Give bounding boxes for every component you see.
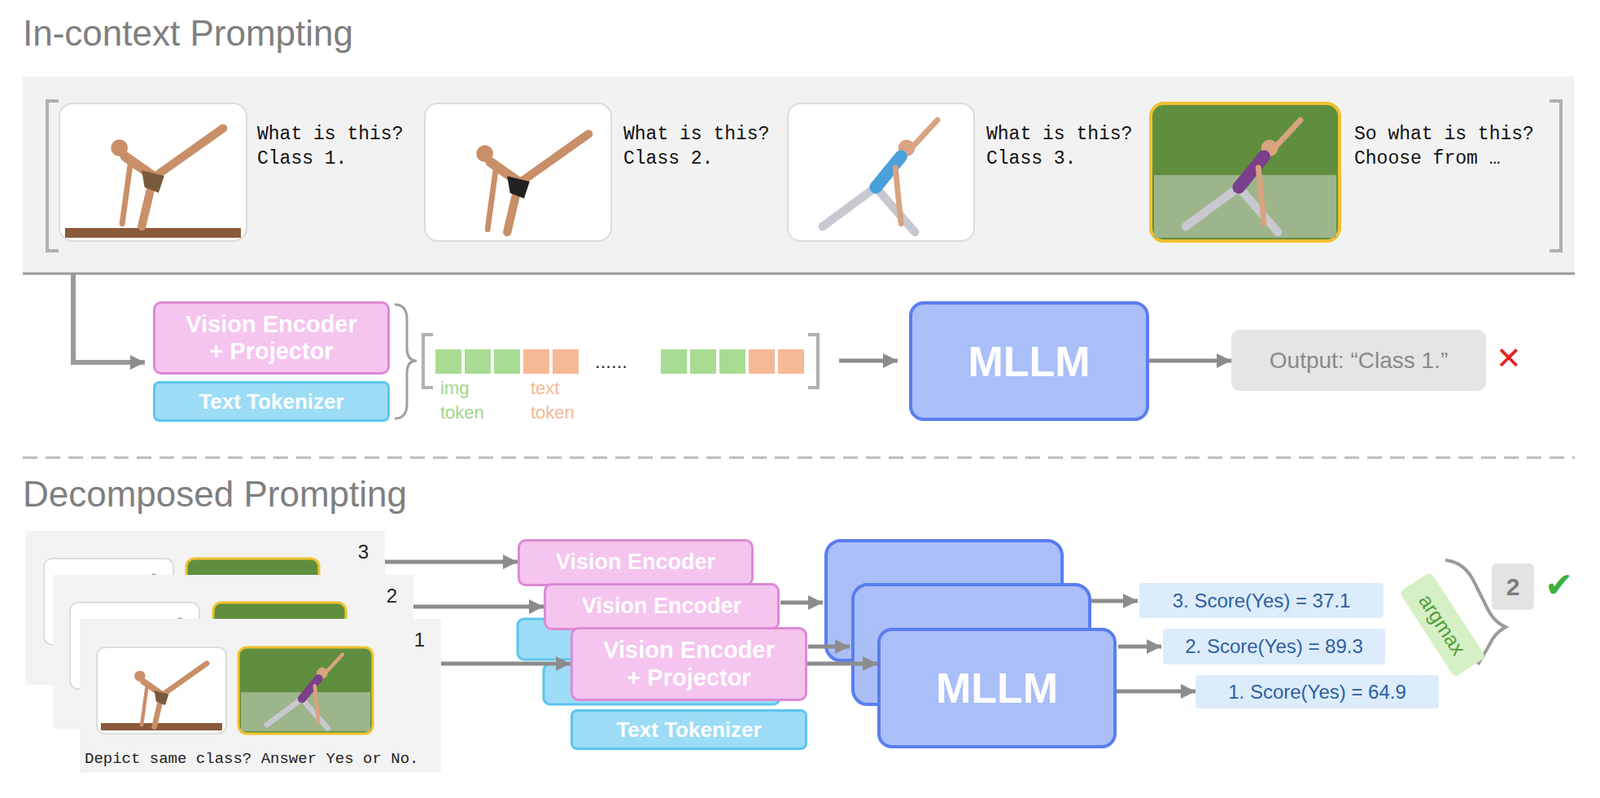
box-label: Vision Encoder bbox=[555, 549, 716, 575]
token-row bbox=[552, 349, 579, 374]
score-box: 3. Score(Yes) = 37.1 bbox=[1139, 582, 1384, 618]
flow-arrow bbox=[1149, 358, 1232, 363]
flow-arrow bbox=[807, 661, 878, 666]
card-number: 2 bbox=[386, 584, 398, 608]
flow-arrow bbox=[413, 604, 544, 609]
card-number: 1 bbox=[414, 628, 425, 652]
flow-arrow bbox=[384, 559, 518, 564]
example-image bbox=[59, 103, 247, 241]
example-band bbox=[22, 76, 1575, 274]
prompt-card-art bbox=[134, 663, 207, 727]
wrong-mark: ✕ bbox=[1495, 340, 1522, 376]
flow-arrow bbox=[441, 661, 571, 666]
example-image bbox=[787, 103, 975, 241]
text-tokenizer-box: Text Tokenizer bbox=[153, 380, 390, 422]
example-image bbox=[65, 227, 241, 238]
token-label: text token bbox=[530, 375, 588, 425]
token-label: img token bbox=[440, 375, 498, 425]
token-row bbox=[778, 349, 805, 374]
token-row bbox=[435, 349, 462, 374]
bracket bbox=[1549, 100, 1561, 251]
output-box: Output: “Class 1.” bbox=[1231, 329, 1487, 391]
brace bbox=[394, 304, 417, 419]
example-image bbox=[822, 119, 938, 232]
prompt-card: 2 bbox=[52, 574, 414, 729]
token-row bbox=[423, 334, 818, 388]
prompt-card-art bbox=[96, 646, 227, 734]
bracket bbox=[47, 100, 59, 251]
prediction-box: 2 bbox=[1491, 563, 1535, 610]
box-label: 2 bbox=[1506, 572, 1521, 601]
mllm-box: MLLM bbox=[909, 301, 1150, 421]
token-row bbox=[423, 334, 433, 388]
box-label: argmax bbox=[1414, 589, 1472, 660]
example-image bbox=[110, 128, 223, 228]
box-label: Text Tokenizer bbox=[616, 716, 761, 743]
text-tokenizer-box: Text Tokenizer bbox=[570, 708, 808, 750]
token-row bbox=[660, 349, 687, 374]
flow-arrow bbox=[73, 273, 145, 363]
flow-arrow bbox=[780, 600, 823, 605]
vision-encoder-box: Vision Encoder + Projector bbox=[570, 626, 808, 701]
flow-arrow bbox=[839, 358, 898, 363]
band-rule bbox=[22, 272, 1575, 276]
example-image bbox=[424, 103, 612, 241]
token-row bbox=[719, 349, 746, 374]
flow-arrow bbox=[1118, 644, 1162, 649]
token-row bbox=[493, 349, 521, 374]
box-label: 2. Score(Yes) = 89.3 bbox=[1184, 634, 1364, 658]
prompt-text: Depict same class? Answer Yes or No. bbox=[84, 749, 419, 768]
token-row bbox=[523, 349, 550, 374]
prompt-card-art bbox=[79, 618, 442, 773]
prompt-card: 3 bbox=[25, 530, 385, 685]
score-box: 1. Score(Yes) = 64.9 bbox=[1195, 674, 1439, 709]
box-label: 3. Score(Yes) = 37.1 bbox=[1172, 589, 1351, 613]
token-row bbox=[464, 349, 491, 374]
argmax-box: argmax bbox=[1398, 571, 1487, 678]
score-box: 2. Score(Yes) = 89.3 bbox=[1162, 628, 1386, 665]
flow-arrow bbox=[1116, 689, 1196, 694]
section-title: Decomposed Prompting bbox=[22, 473, 407, 515]
prompt-text: What is this? Class 3. bbox=[986, 122, 1150, 171]
box-label: Text Tokenizer bbox=[198, 389, 344, 415]
box-label: 1. Score(Yes) = 64.9 bbox=[1228, 680, 1407, 704]
example-image bbox=[59, 103, 1340, 241]
box-label: Vision Encoder bbox=[581, 593, 742, 619]
box-label: MLLM bbox=[935, 663, 1058, 713]
section-divider bbox=[22, 456, 1575, 460]
example-image bbox=[1150, 103, 1340, 241]
vision-encoder-box: Vision Encoder bbox=[543, 582, 780, 630]
prompt-card-art bbox=[238, 646, 373, 734]
ellipsis: ...... bbox=[594, 349, 628, 373]
prompt-card-art bbox=[25, 530, 442, 773]
token-row bbox=[808, 334, 818, 388]
box-label: Vision Encoder + Projector bbox=[179, 310, 363, 366]
section-title: In-context Prompting bbox=[22, 13, 354, 54]
flow-arrow bbox=[808, 644, 850, 649]
prompt-text: So what is this? Choose from … bbox=[1354, 122, 1550, 171]
box-label: Output: “Class 1.” bbox=[1269, 347, 1448, 374]
vision-encoder-box: Vision Encoder + Projector bbox=[153, 301, 390, 375]
vision-encoder-box: Vision Encoder bbox=[517, 538, 754, 586]
mllm-box: MLLM bbox=[877, 627, 1117, 748]
box-label: MLLM bbox=[967, 336, 1090, 386]
prompt-text: What is this? Class 2. bbox=[623, 122, 787, 171]
prompt-card-art bbox=[266, 654, 343, 729]
example-image bbox=[476, 134, 589, 233]
card-number: 3 bbox=[358, 540, 369, 564]
example-image bbox=[1185, 119, 1301, 232]
token-row bbox=[690, 349, 717, 374]
correct-mark: ✔ bbox=[1544, 564, 1574, 605]
flow-arrow bbox=[1091, 598, 1138, 604]
prompt-card-art bbox=[100, 722, 223, 731]
bracket bbox=[47, 100, 1561, 251]
box-label: Vision Encoder + Projector bbox=[597, 636, 781, 691]
prompt-text: What is this? Class 1. bbox=[257, 122, 420, 171]
token-row bbox=[748, 349, 775, 374]
prompt-card: 1Depict same class? Answer Yes or No. bbox=[79, 618, 442, 773]
